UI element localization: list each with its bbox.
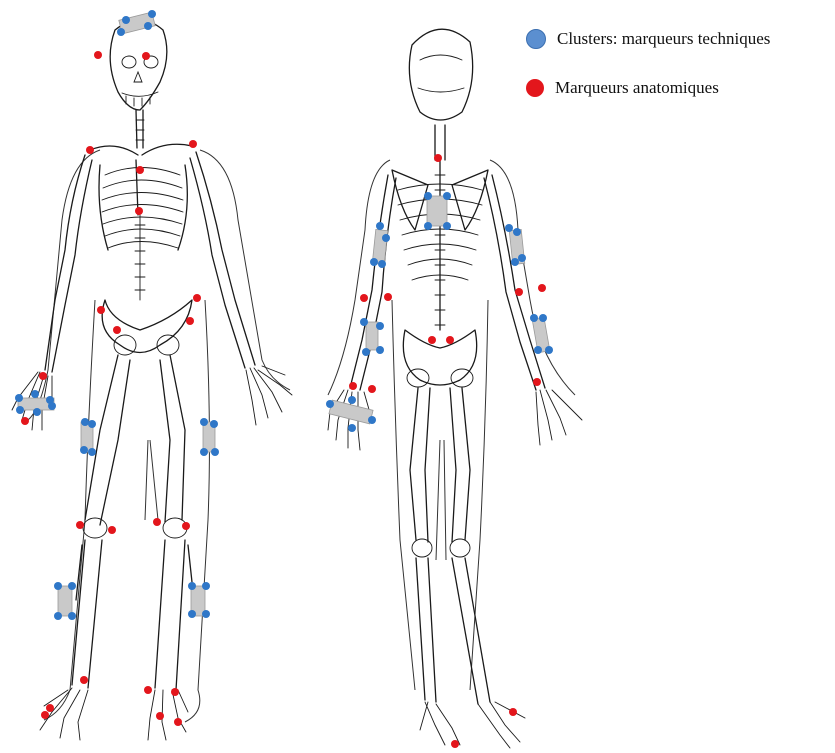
technical-marker xyxy=(511,258,519,266)
technical-marker xyxy=(15,394,23,402)
technical-marker xyxy=(48,402,56,410)
anatomical-marker xyxy=(142,52,150,60)
anatomical-marker xyxy=(515,288,523,296)
anatomical-marker xyxy=(189,140,197,148)
technical-marker xyxy=(378,260,386,268)
technical-marker xyxy=(376,322,384,330)
technical-marker xyxy=(505,224,513,232)
technical-marker xyxy=(31,390,39,398)
technical-marker xyxy=(54,612,62,620)
technical-marker xyxy=(518,254,526,262)
anatomical-marker xyxy=(451,740,459,748)
legend-item-anatomical: Marqueurs anatomiques xyxy=(526,77,770,99)
anatomical-marker xyxy=(135,207,143,215)
technical-marker xyxy=(370,258,378,266)
front-skeleton xyxy=(12,20,292,740)
technical-marker xyxy=(88,448,96,456)
technical-marker xyxy=(117,28,125,36)
anatomical-marker xyxy=(46,704,54,712)
technical-marker xyxy=(211,448,219,456)
technical-marker xyxy=(210,420,218,428)
anatomical-marker xyxy=(174,718,182,726)
anatomical-marker xyxy=(80,676,88,684)
anatomical-marker xyxy=(428,336,436,344)
anatomical-marker xyxy=(509,708,517,716)
anatomical-marker xyxy=(144,686,152,694)
technical-marker xyxy=(539,314,547,322)
anatomical-marker xyxy=(193,294,201,302)
anatomical-marker xyxy=(113,326,121,334)
technical-marker xyxy=(362,348,370,356)
anatomical-marker xyxy=(434,154,442,162)
anatomical-marker xyxy=(186,317,194,325)
back-skeleton xyxy=(328,29,582,748)
technical-marker xyxy=(443,222,451,230)
technical-marker xyxy=(360,318,368,326)
anatomical-marker xyxy=(94,51,102,59)
anatomical-marker-swatch xyxy=(526,79,544,97)
anatomical-marker xyxy=(182,522,190,530)
anatomical-marker xyxy=(538,284,546,292)
technical-marker xyxy=(81,418,89,426)
technical-marker xyxy=(382,234,390,242)
technical-marker xyxy=(80,446,88,454)
technical-marker xyxy=(202,610,210,618)
technical-marker xyxy=(54,582,62,590)
technical-marker xyxy=(326,400,334,408)
anatomical-marker xyxy=(349,382,357,390)
technical-marker xyxy=(545,346,553,354)
technical-marker xyxy=(16,406,24,414)
anatomical-marker xyxy=(153,518,161,526)
technical-marker xyxy=(534,346,542,354)
technical-marker xyxy=(513,228,521,236)
technical-marker xyxy=(144,22,152,30)
technical-marker xyxy=(68,582,76,590)
technical-marker xyxy=(530,314,538,322)
anatomical-marker xyxy=(86,146,94,154)
legend-item-technical: Clusters: marqueurs techniques xyxy=(526,28,770,50)
anatomical-marker xyxy=(360,294,368,302)
anatomical-marker xyxy=(39,372,47,380)
technical-marker xyxy=(348,424,356,432)
technical-marker xyxy=(33,408,41,416)
technical-marker xyxy=(443,192,451,200)
technical-marker xyxy=(188,582,196,590)
technical-marker xyxy=(68,612,76,620)
anatomical-marker xyxy=(41,711,49,719)
technical-marker xyxy=(376,222,384,230)
technical-marker xyxy=(148,10,156,18)
technical-marker xyxy=(376,346,384,354)
technical-markers xyxy=(15,10,553,620)
technical-marker xyxy=(424,222,432,230)
legend-label-technical: Clusters: marqueurs techniques xyxy=(557,29,770,49)
technical-marker xyxy=(424,192,432,200)
anatomical-marker xyxy=(446,336,454,344)
anatomical-marker xyxy=(533,378,541,386)
technical-marker xyxy=(188,610,196,618)
legend: Clusters: marqueurs techniques Marqueurs… xyxy=(526,28,770,126)
anatomical-marker xyxy=(108,526,116,534)
anatomical-marker xyxy=(384,293,392,301)
anatomical-marker xyxy=(97,306,105,314)
anatomical-marker xyxy=(136,166,144,174)
anatomical-marker xyxy=(76,521,84,529)
anatomical-marker xyxy=(21,417,29,425)
technical-marker xyxy=(200,448,208,456)
cluster-plates xyxy=(18,12,550,616)
anatomical-marker xyxy=(171,688,179,696)
technical-marker xyxy=(88,420,96,428)
technical-marker xyxy=(348,396,356,404)
anatomical-marker xyxy=(156,712,164,720)
technical-marker xyxy=(202,582,210,590)
technical-marker xyxy=(200,418,208,426)
technical-marker-swatch xyxy=(526,29,546,49)
legend-label-anatomical: Marqueurs anatomiques xyxy=(555,78,719,98)
anatomical-marker xyxy=(368,385,376,393)
technical-marker xyxy=(122,16,130,24)
technical-marker xyxy=(368,416,376,424)
